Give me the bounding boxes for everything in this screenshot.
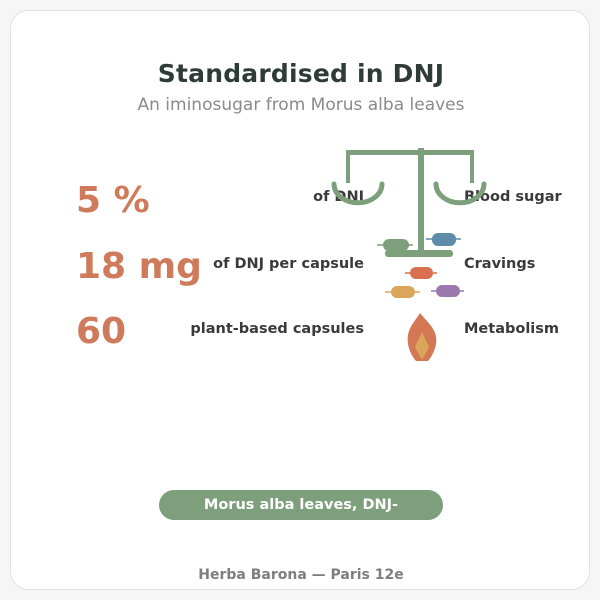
page-title: Standardised in DNJ <box>157 59 445 88</box>
page-subtitle: An iminosugar from Morus alba leaves <box>137 95 465 115</box>
benefit-metabolism: Metabolism <box>464 321 560 337</box>
benefit-cravings: Cravings <box>464 256 536 272</box>
illustration <box>331 148 487 361</box>
footer-text: Herba Barona — Paris 12e <box>198 567 404 583</box>
stat-value-capsule-count: 60 <box>76 311 127 352</box>
stat-label-capsule-count: plant-based capsules <box>190 321 364 337</box>
stat-value-dnj-percent: 5 % <box>76 180 150 221</box>
info-card: Standardised in DNJ An iminosugar from M… <box>10 10 590 590</box>
capsule-icon <box>377 233 464 298</box>
stat-label-dnj-per-capsule: of DNJ per capsule <box>213 256 364 272</box>
benefit-blood-sugar: Blood sugar <box>464 189 562 205</box>
stat-label-dnj-percent: of DNJ <box>313 189 364 205</box>
balance-scale-icon <box>331 148 487 257</box>
flame-icon <box>407 313 437 361</box>
source-badge: Morus alba leaves, DNJ-standardised <box>159 490 443 543</box>
stat-value-dnj-per-capsule: 18 mg <box>76 246 202 287</box>
